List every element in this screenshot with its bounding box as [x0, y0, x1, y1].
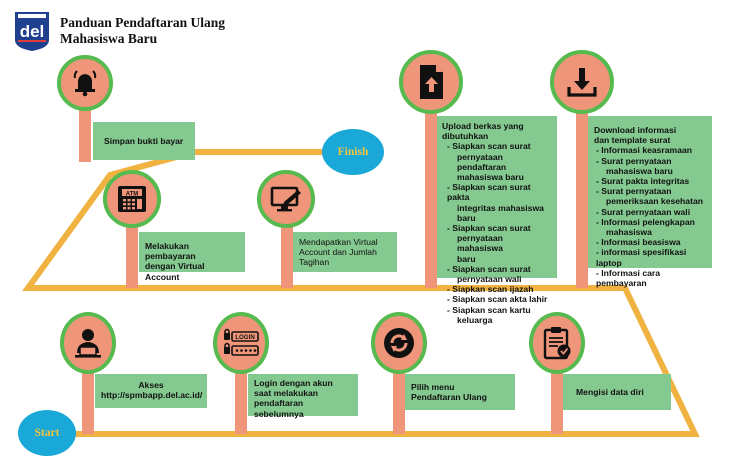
- step-bayar-line1: Melakukan pembayaran: [145, 241, 196, 262]
- pole-simpan: [79, 100, 91, 162]
- step-circle-simpan: [57, 55, 113, 111]
- upload-item-cont: pernyataan pendaftaran: [457, 151, 507, 172]
- pole-virtual: [281, 222, 293, 288]
- upload-item-cont: pernyataan mahasiswa: [457, 233, 503, 254]
- step-box-bayar: Melakukan pembayaran dengan Virtual Acco…: [139, 232, 245, 282]
- step-box-pilih: Pilih menu Pendaftaran Ulang: [405, 374, 515, 410]
- start-label: Start: [34, 427, 60, 439]
- download-item: - Informasi keasramaan: [596, 145, 693, 156]
- step-box-download: Download informasi dan template surat - …: [588, 116, 712, 288]
- pole-upload: [425, 100, 437, 288]
- upload-item-cont: pernyataan wali: [457, 274, 522, 285]
- step-circle-virtual: [257, 170, 315, 228]
- download-tray-icon: [567, 68, 597, 97]
- pole-login: [235, 372, 247, 434]
- step-circle-login: LOGIN: [213, 312, 269, 374]
- page-title: Panduan Pendaftaran Ulang Mahasiswa Baru: [60, 15, 225, 47]
- upload-item: - Siapkan scan akta lahir: [447, 294, 548, 305]
- step-akses-line2: http://spmbapp.del.ac.id/: [101, 390, 203, 401]
- start-terminal: Start: [18, 410, 76, 456]
- download-item: - Informasi cara pembayaran: [596, 267, 661, 289]
- step-virtual-line3: Tagihan: [299, 257, 330, 268]
- download-item: - Surat pernyataan: [596, 155, 672, 166]
- step-login-line2: saat melakukan: [254, 388, 319, 399]
- step-isi-line1: Mengisi data diri: [576, 387, 644, 397]
- pole-download: [576, 100, 588, 288]
- step-pilih-line2: Pendaftaran Ulang: [411, 392, 487, 403]
- upload-item: - Siapkan scan surat: [447, 223, 531, 234]
- step-box-isi: Mengisi data diri: [563, 374, 671, 410]
- step-simpan-line1: Simpan bukti bayar: [104, 136, 184, 146]
- del-logo: del: [15, 12, 49, 51]
- upload-item-cont: mahasiswa baru: [457, 172, 524, 183]
- step-login-line3: pendaftaran sebelumnya: [254, 398, 304, 419]
- step-akses-line1: Akses: [138, 380, 164, 390]
- download-item: - informasi spesifikasi laptop: [596, 247, 687, 268]
- download-item: - Surat pernyataan wali: [596, 206, 691, 217]
- finish-terminal: Finish: [322, 129, 384, 175]
- step-circle-isi: [529, 312, 585, 374]
- svg-text:ATM: ATM: [126, 191, 139, 197]
- title-line-1: Panduan Pendaftaran Ulang: [60, 15, 226, 30]
- step-virtual-line1: Mendapatkan Virtual: [299, 237, 378, 247]
- download-intro-1: Download informasi: [594, 125, 677, 135]
- step-box-simpan: Simpan bukti bayar: [93, 122, 195, 160]
- download-item-cont: mahasiswa baru: [606, 165, 673, 176]
- upload-file-icon: [420, 65, 443, 99]
- login-form-icon: LOGIN: [224, 328, 259, 356]
- step-circle-bayar: ATM: [103, 170, 161, 228]
- step-circle-download: [550, 50, 614, 114]
- download-item-cont: pemeriksaan kesehatan: [606, 196, 703, 207]
- logo-text: del: [20, 22, 45, 41]
- upload-item-cont: baru: [457, 253, 476, 264]
- finish-label: Finish: [337, 146, 369, 158]
- upload-item: - Siapkan scan surat: [447, 141, 531, 152]
- upload-intro-2: dibutuhkan: [442, 131, 489, 142]
- download-items: - Informasi keasramaan - Surat pernyataa…: [594, 145, 706, 288]
- atm-icon: ATM: [118, 186, 146, 212]
- pole-bayar: [126, 222, 138, 288]
- upload-item-cont: keluarga: [457, 314, 493, 325]
- download-item: - Informasi beasiswa: [596, 237, 681, 248]
- monitor-pen-icon: [270, 186, 301, 212]
- step-bayar-line2: dengan Virtual Account: [145, 261, 205, 282]
- download-intro-2: dan template surat: [594, 135, 671, 146]
- step-box-upload: Upload berkas yang dibutuhkan - Siapkan …: [437, 116, 557, 325]
- step-box-akses: Akses http://spmbapp.del.ac.id/: [95, 374, 207, 408]
- step-virtual-line2: Account dan Jumlah: [299, 247, 377, 258]
- download-item: - Informasi pelengkapan: [596, 216, 695, 227]
- pole-akses: [82, 372, 94, 434]
- step-login-line1: Login dengan akun: [254, 378, 333, 388]
- clipboard-check-icon: [543, 327, 571, 360]
- download-item: - Surat pernyataan: [596, 186, 672, 197]
- title-line-2: Mahasiswa Baru: [60, 31, 158, 46]
- step-circle-akses: [60, 312, 116, 374]
- step-pilih-line1: Pilih menu: [411, 382, 455, 392]
- upload-item: - Siapkan scan kartu: [447, 304, 531, 315]
- download-item-cont: mahasiswa: [606, 227, 652, 238]
- step-circle-upload: [399, 50, 463, 114]
- upload-item: - Siapkan scan ijazah: [447, 284, 534, 295]
- upload-items: - Siapkan scan surat pernyataan pendafta…: [442, 141, 551, 325]
- person-laptop-icon: [75, 329, 101, 358]
- pole-pilih: [393, 372, 405, 434]
- upload-intro-1: Upload berkas yang: [442, 121, 524, 131]
- svg-text:LOGIN: LOGIN: [235, 334, 255, 341]
- upload-item: - Siapkan scan surat pakta: [447, 182, 531, 203]
- step-circle-pilih: [371, 312, 427, 374]
- pole-isi: [551, 372, 563, 434]
- upload-item-cont: integritas mahasiswa baru: [457, 202, 544, 223]
- bell-icon: [73, 70, 97, 97]
- download-item: - Surat pakta integritas: [596, 176, 690, 187]
- step-box-login: Login dengan akun saat melakukan pendaft…: [248, 374, 358, 419]
- refresh-arrows-icon: [384, 328, 414, 358]
- upload-item: - Siapkan scan surat: [447, 263, 531, 274]
- step-box-virtual: Mendapatkan Virtual Account dan Jumlah T…: [293, 232, 397, 272]
